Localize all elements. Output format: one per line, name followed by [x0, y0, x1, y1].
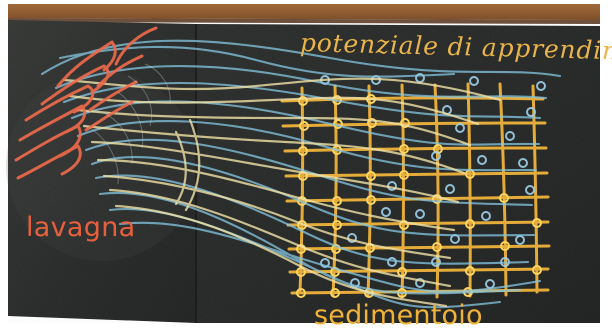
chalkboard-photo	[6, 4, 600, 323]
photo-frame: lavagna sedimentoio potenziale di appren…	[6, 4, 612, 329]
